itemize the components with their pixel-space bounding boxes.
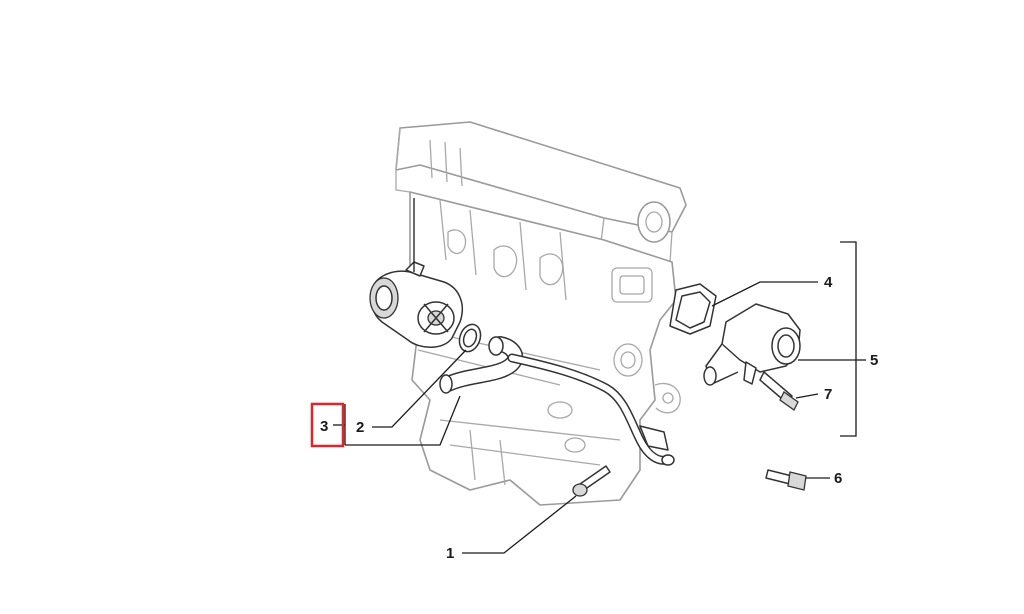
thermostat-housing-part xyxy=(703,303,801,386)
temperature-sensor-part xyxy=(759,371,799,411)
callout-2[interactable]: 2 xyxy=(356,419,364,436)
leader-lines xyxy=(333,198,866,554)
bolt-part-6 xyxy=(765,469,807,491)
engine-block-drawing xyxy=(395,121,687,506)
bolt-part-1 xyxy=(572,465,611,497)
thermostat-gasket-part xyxy=(669,283,717,335)
coolant-pipe-part xyxy=(439,336,675,466)
callout-7[interactable]: 7 xyxy=(824,386,832,403)
water-pump-part xyxy=(369,261,464,348)
callout-5[interactable]: 5 xyxy=(870,352,878,369)
callout-4[interactable]: 4 xyxy=(824,274,833,291)
callout-6[interactable]: 6 xyxy=(834,470,842,487)
callout-3[interactable]: 3 xyxy=(320,418,328,435)
callout-1[interactable]: 1 xyxy=(446,545,454,562)
highlight-box-3 xyxy=(310,402,345,448)
